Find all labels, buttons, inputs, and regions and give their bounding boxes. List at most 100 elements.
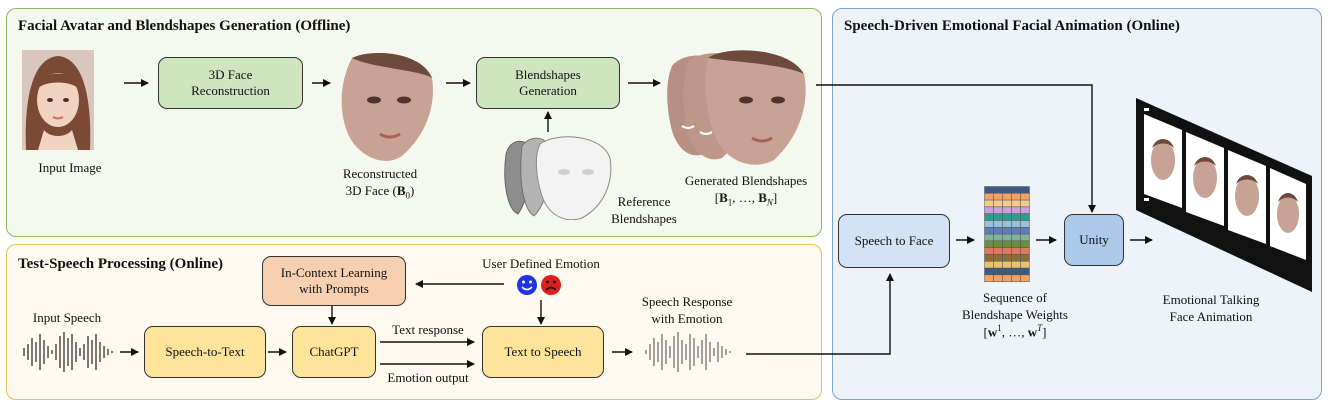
weight-cell [1002,247,1012,255]
weight-cell [993,233,1003,242]
weight-cell [1011,267,1021,276]
weight-cell [1020,240,1030,248]
weight-cell [1020,186,1030,194]
weight-cell [1011,220,1021,228]
weight-cell [1020,254,1030,262]
audio-waveform-icon [645,332,731,372]
animation-frame [1228,150,1266,244]
white-mask-blendshapes-icon [504,136,612,220]
weight-cell [984,213,994,221]
animation-frame [1144,114,1182,208]
weight-cell [1011,274,1021,282]
weight-cell [1002,267,1012,276]
weight-cell [1002,227,1012,235]
weight-cell [984,227,994,235]
stacked-face-blendshapes-icon [667,50,806,165]
animation-frame [1186,132,1224,226]
weight-cell [1011,247,1021,255]
weight-cell [1002,254,1012,262]
weight-cell [993,240,1003,248]
weight-cell [984,247,994,255]
weight-cell [984,199,994,208]
text-to-speech-box: Text to Speech [482,326,604,378]
chatgpt-box: ChatGPT [292,326,376,378]
weight-cell [1020,267,1030,276]
speech-to-text-box: Speech-to-Text [144,326,266,378]
weight-cell [984,186,994,194]
input-image-label: Input Image [38,160,102,175]
weight-cell [1020,199,1030,208]
weight-cell [993,261,1003,269]
weight-cell [1011,193,1021,201]
generated-blendshapes-label: Generated Blendshapes [B1, …, BN] [684,173,808,208]
weight-cell [993,274,1003,282]
weight-cell [984,220,994,228]
emotion-output-label: Emotion output [387,370,469,385]
arrow-generated-to-unity [816,84,1096,213]
weight-cell [1020,233,1030,242]
audio-waveform-icon [23,332,113,372]
weight-cell [984,261,994,269]
emotion-emoji-group [517,275,561,295]
weight-cell [984,274,994,282]
weight-cell [1011,233,1021,242]
weight-cell [993,206,1003,214]
weight-cell [1011,199,1021,208]
offline-panel-title: Facial Avatar and Blendshapes Generation… [18,18,351,34]
film-strip-icon [1136,98,1312,292]
animation-frame [1270,168,1306,260]
speech-processing-panel [6,244,822,400]
weight-cell [1002,240,1012,248]
weight-cell [993,193,1003,201]
weight-cell [984,193,994,201]
weight-cell [993,247,1003,255]
weight-cell [1020,213,1030,221]
user-emotion-label: User Defined Emotion [482,256,600,271]
speech-to-face-box: Speech to Face [838,214,950,268]
weight-cell [984,233,994,242]
weight-cell [993,199,1003,208]
weight-cell [993,213,1003,221]
input-speech-label: Input Speech [32,310,102,325]
text-response-label: Text response [392,322,464,337]
weight-cell [1002,220,1012,228]
weight-cell [1011,240,1021,248]
weight-cell [993,220,1003,228]
weight-cell [1011,261,1021,269]
weight-cell [1002,274,1012,282]
arrow-response-to-s2f [746,273,894,355]
weight-cell [993,227,1003,235]
weight-cell [1011,227,1021,235]
weight-cell [993,186,1003,194]
weight-cell [1011,186,1021,194]
unity-box: Unity [1064,214,1124,266]
weight-cell [1020,274,1030,282]
weight-cell [1020,261,1030,269]
speech-panel-title: Test-Speech Processing (Online) [18,256,223,272]
weight-cell [1002,206,1012,214]
reconstructed-face-label: Reconstructed 3D Face (B0) [342,166,418,201]
weight-cell [984,240,994,248]
weight-cell [1020,220,1030,228]
weight-cell [1011,206,1021,214]
weight-cell [1020,193,1030,201]
weight-cell [1011,213,1021,221]
animation-panel-title: Speech-Driven Emotional Facial Animation… [844,18,1180,34]
weight-cell [1002,186,1012,194]
weight-cell [1002,199,1012,208]
blendshape-weights-label: Sequence of Blendshape Weights [w1, …, w… [962,290,1068,340]
weight-cell [1011,254,1021,262]
weight-cell [1002,213,1012,221]
weight-cell [993,267,1003,276]
portrait-photo-icon [22,50,94,150]
weight-cell [1002,193,1012,201]
happy-face-emoji-icon [517,275,537,295]
weight-cell [1020,247,1030,255]
weight-cell [1002,233,1012,242]
